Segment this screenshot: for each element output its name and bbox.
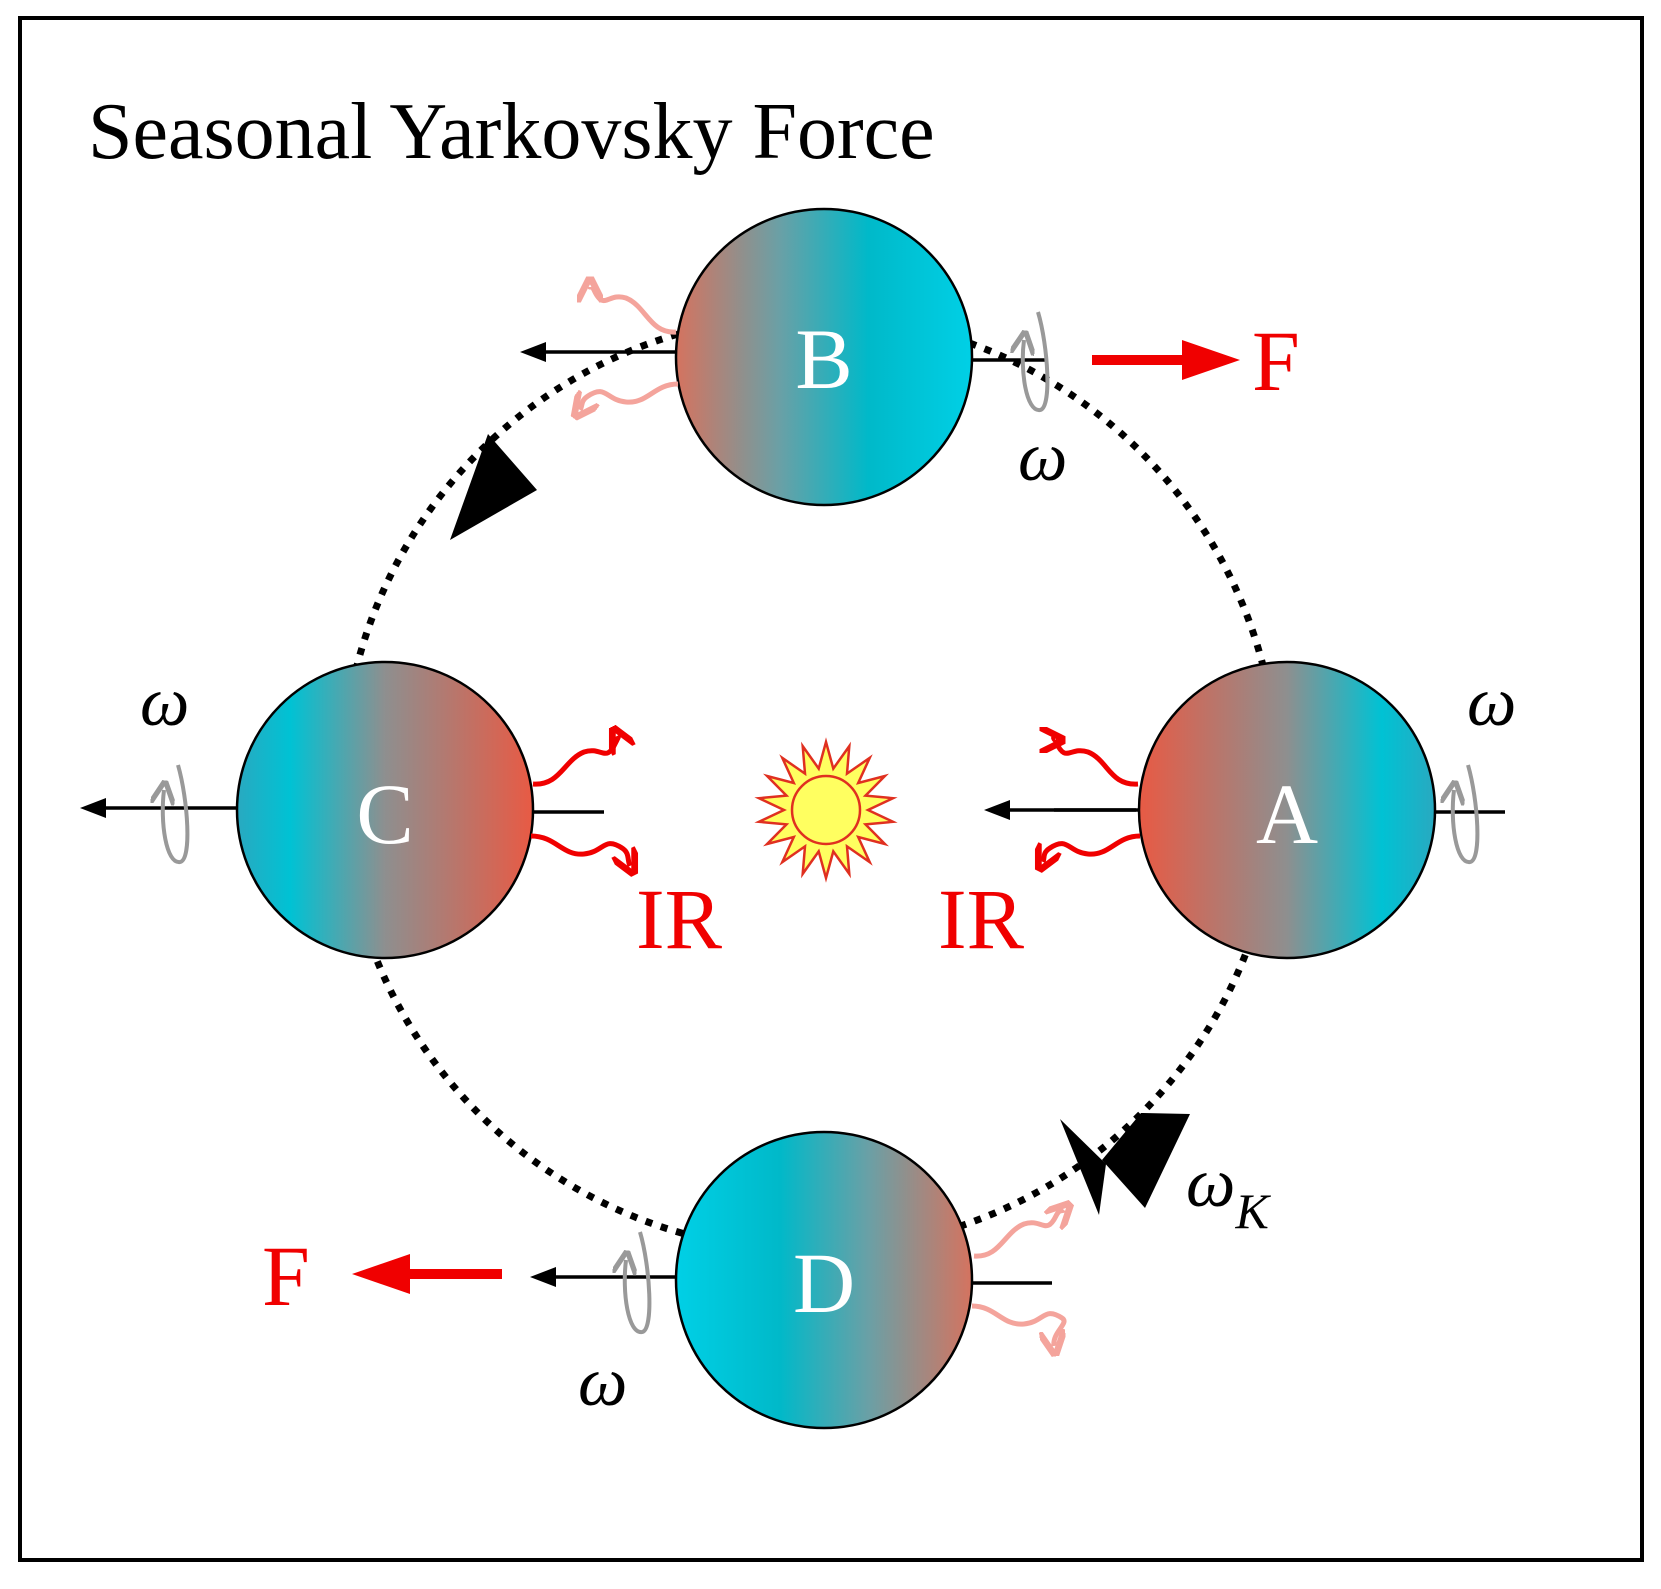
spin-axis-arrow-icon [80,798,106,818]
thermal-emission-icon [530,833,630,866]
body-c-label: C [356,766,413,862]
body-b-group: B F ω [520,207,1300,507]
ir-label-c: IR [636,871,723,967]
body-a-group: A IR ω [938,660,1516,967]
orbit-direction-icon [1102,1113,1190,1208]
orbital-frequency-label: ωK [1186,1145,1271,1239]
spin-axis-arrow-icon [520,342,546,362]
force-arrow-icon [1182,340,1240,380]
body-b [674,207,974,507]
orbit-direction-icon [1060,1119,1106,1215]
spin-label-d: ω [578,1344,627,1421]
body-a-label: A [1256,766,1318,862]
body-d [674,1130,974,1430]
spin-label-a: ω [1467,664,1516,741]
body-d-label: D [793,1235,855,1331]
spin-axis-arrow-icon [530,1267,556,1287]
thermal-emission-icon [532,736,618,787]
body-b-label: B [795,311,852,407]
rotation-loop-icon [1023,311,1050,412]
body-c-group: C IR ω [80,660,723,967]
thermal-emission-icon [973,1210,1064,1259]
body-a [1137,660,1437,960]
thermal-emission-icon [1054,738,1139,787]
rotation-loop-icon [1453,764,1480,864]
sun-icon [754,737,898,883]
diagram-title: Seasonal Yarkovsky Force [88,88,935,176]
force-label-b: F [1252,313,1300,409]
thermal-emission-icon [1043,833,1141,862]
rotation-loop-icon [163,764,190,864]
ir-label-a: IR [938,871,1025,967]
thermal-emission-icon [580,381,679,410]
rotation-loop-icon [625,1231,652,1334]
orbit-direction-icon [450,434,537,540]
spin-label-c: ω [140,664,189,741]
force-arrow-icon [352,1254,410,1294]
body-d-group: D F ω [262,1130,1064,1430]
body-c [235,660,535,960]
spin-label-b: ω [1018,419,1067,496]
spin-axis-arrow-icon [984,800,1010,820]
thermal-emission-icon [971,1303,1064,1346]
force-label-d: F [262,1228,310,1324]
